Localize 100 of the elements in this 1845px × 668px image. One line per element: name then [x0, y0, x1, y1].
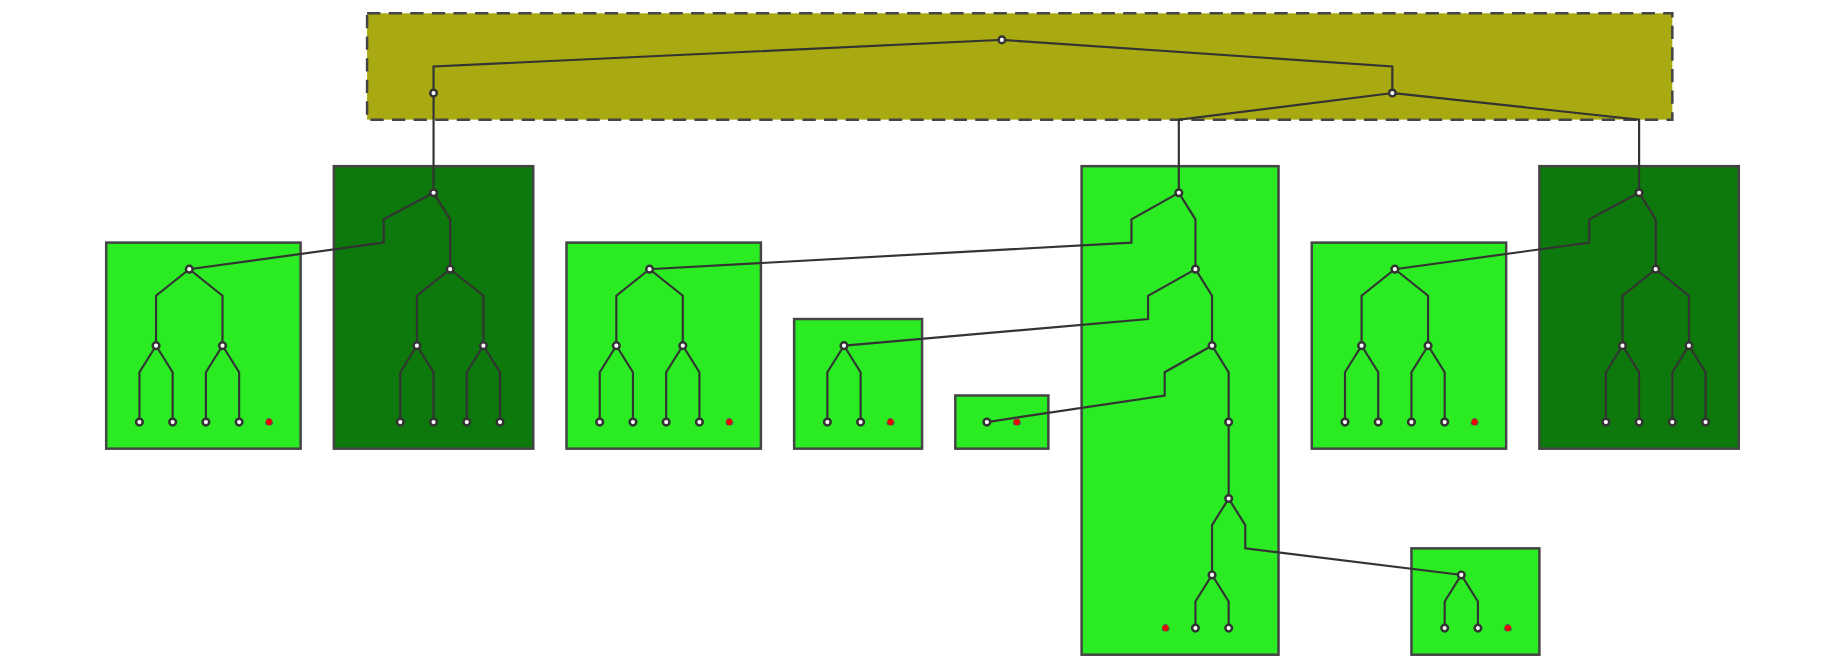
- node-circle: [1207, 570, 1217, 580]
- connector: [651, 270, 684, 343]
- node-circle: [1012, 417, 1021, 427]
- connector: [191, 270, 224, 343]
- node-circle: [645, 264, 655, 274]
- connector: [1398, 193, 1637, 270]
- node-circle: [1340, 417, 1350, 427]
- node-circle: [1190, 623, 1200, 633]
- node-circle: [1456, 570, 1466, 580]
- connector: [1604, 347, 1622, 419]
- node-circle: [1440, 417, 1450, 427]
- connector: [399, 347, 417, 419]
- node-circle: [168, 417, 178, 427]
- node-circle: [725, 417, 734, 427]
- node-circle: [1357, 341, 1367, 351]
- node-circle: [1503, 623, 1512, 633]
- node-circle: [886, 417, 895, 427]
- connector: [615, 270, 648, 343]
- connector: [1623, 347, 1641, 419]
- connector: [990, 346, 1210, 423]
- connector: [1179, 195, 1197, 266]
- connector: [847, 269, 1194, 347]
- connector: [204, 347, 222, 419]
- connector: [1639, 195, 1657, 266]
- node-circle: [628, 417, 638, 427]
- connector: [154, 270, 188, 343]
- node-circle: [1634, 188, 1644, 198]
- node-circle: [151, 341, 161, 351]
- connector: [1428, 347, 1446, 419]
- connector: [617, 347, 635, 419]
- node-circle: [1207, 341, 1217, 351]
- node-circle: [1174, 188, 1184, 198]
- node-circle: [1190, 264, 1200, 274]
- connector: [598, 347, 616, 419]
- connector: [223, 347, 241, 419]
- connector: [484, 347, 502, 419]
- connector: [1410, 347, 1428, 419]
- connector: [1362, 347, 1380, 419]
- node-circle: [1387, 88, 1397, 98]
- connector: [1462, 577, 1479, 625]
- node-circle: [428, 417, 439, 427]
- connector: [652, 193, 1177, 271]
- connector: [1360, 270, 1393, 343]
- connector: [417, 347, 435, 419]
- connector: [844, 347, 862, 419]
- node-circle: [445, 264, 455, 274]
- cluster: [365, 12, 1674, 121]
- node-circle: [478, 341, 488, 351]
- node-circle: [997, 35, 1007, 45]
- cluster: [1080, 164, 1280, 656]
- connector: [138, 347, 156, 419]
- node-circle: [982, 417, 992, 427]
- connector: [1671, 347, 1689, 419]
- connector: [826, 347, 844, 419]
- connector: [1395, 92, 1641, 190]
- connector: [1196, 271, 1214, 343]
- node-circle: [678, 341, 688, 351]
- connector: [1443, 577, 1461, 625]
- connector: [192, 193, 432, 270]
- cluster: [104, 241, 302, 450]
- node-circle: [1684, 341, 1694, 351]
- node-circle: [1470, 417, 1479, 427]
- connector: [1177, 92, 1390, 190]
- node-circle: [661, 417, 671, 427]
- connector: [1343, 347, 1361, 419]
- connector: [1210, 500, 1228, 572]
- connector: [156, 347, 174, 419]
- connector: [1194, 577, 1212, 625]
- connector: [1227, 425, 1230, 496]
- connector: [432, 96, 435, 190]
- cluster: [1410, 547, 1541, 656]
- node-circle: [1701, 417, 1711, 427]
- node-circle: [1390, 264, 1400, 274]
- node-circle: [1224, 623, 1234, 633]
- node-circle: [395, 417, 405, 427]
- node-circle: [234, 417, 244, 427]
- node-circle: [1651, 264, 1661, 274]
- node-circle: [1473, 623, 1483, 633]
- connector: [415, 270, 449, 343]
- cluster: [332, 164, 535, 450]
- connector: [1689, 347, 1707, 419]
- node-circle: [1406, 417, 1417, 427]
- connector: [1212, 347, 1230, 419]
- cluster: [1310, 241, 1508, 450]
- connector: [432, 38, 999, 90]
- node-circle: [595, 417, 605, 427]
- connector: [1005, 39, 1394, 90]
- node-circle: [495, 417, 505, 427]
- connector: [665, 347, 682, 419]
- node-circle: [1224, 493, 1234, 504]
- cluster: [565, 241, 763, 450]
- node-circle: [217, 341, 228, 351]
- node-circle: [1617, 341, 1628, 351]
- cluster: [792, 317, 924, 450]
- node-circle: [822, 417, 832, 427]
- connector: [465, 347, 483, 419]
- connector: [434, 195, 452, 266]
- connector: [1396, 270, 1430, 343]
- node-circle: [1224, 417, 1234, 427]
- node-circle: [264, 417, 274, 427]
